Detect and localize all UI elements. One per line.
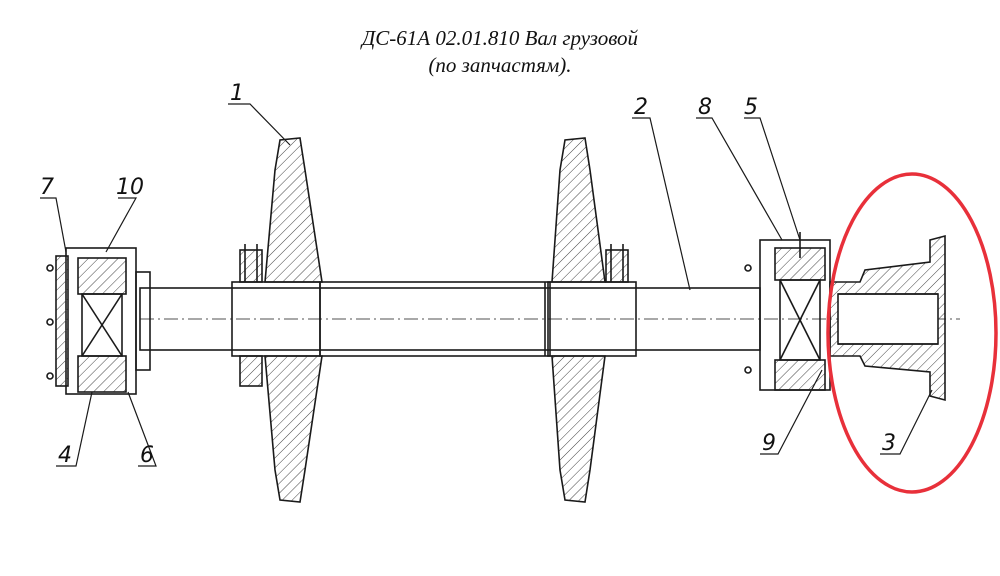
callout-4: 4 [58, 443, 72, 468]
callout-1: 1 [230, 81, 244, 106]
drawing-title: ДС-61А 02.01.810 Вал грузовой [361, 26, 639, 50]
callout-7: 7 [40, 175, 54, 200]
drawing-subtitle: (по запчастям). [428, 53, 572, 77]
leader-lines [40, 103, 933, 467]
callout-8: 8 [698, 95, 712, 120]
flange-hub [829, 234, 946, 402]
callout-9: 9 [762, 431, 776, 456]
sprocket-middle [547, 137, 637, 503]
bearing-housing-right [744, 232, 831, 391]
callout-5: 5 [744, 95, 758, 120]
highlight-ellipse [826, 172, 998, 494]
sprocket-left [231, 137, 323, 503]
bearing-housing-left [46, 247, 151, 395]
callout-2: 2 [634, 95, 648, 120]
callout-3: 3 [882, 431, 896, 456]
callout-10: 10 [116, 175, 144, 200]
callout-6: 6 [140, 443, 154, 468]
